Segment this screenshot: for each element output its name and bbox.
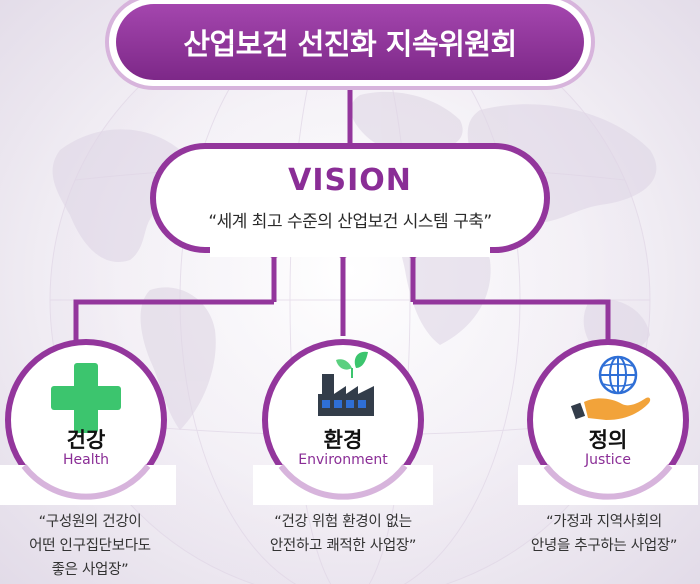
quote-line: “가정과 지역사회의 bbox=[546, 514, 662, 530]
eco-factory-icon bbox=[318, 351, 374, 416]
quote-line: 좋은 사업장” bbox=[51, 562, 129, 578]
quote-line: 어떤 인구집단보다도 bbox=[29, 538, 151, 554]
pillar-subtitle-health: Health bbox=[63, 452, 109, 468]
quote-line: 안전하고 쾌적한 사업장” bbox=[269, 538, 417, 554]
page-title: 산업보건 선진화 지속위원회 bbox=[183, 27, 517, 61]
quote-line: “건강 위험 환경이 없는 bbox=[274, 514, 412, 530]
pillar-circle-environment bbox=[253, 339, 433, 505]
pillar-circle-justice bbox=[518, 339, 698, 505]
pillar-subtitle-environment: Environment bbox=[298, 452, 388, 468]
quote-line: “구성원의 건강이 bbox=[38, 514, 142, 530]
pillar-quote-health: “구성원의 건강이 어떤 인구집단보다도 좋은 사업장” bbox=[0, 510, 180, 582]
title-pill bbox=[105, 0, 595, 90]
pillar-quote-environment: “건강 위험 환경이 없는 안전하고 쾌적한 사업장” bbox=[243, 510, 443, 558]
globe-hand-icon bbox=[570, 355, 651, 420]
vision-pill bbox=[150, 143, 550, 257]
vision-statement: “세계 최고 수준의 산업보건 시스템 구축” bbox=[208, 212, 492, 232]
pillar-title-justice: 정의 bbox=[588, 428, 628, 452]
pillar-quote-justice: “가정과 지역사회의 안녕을 추구하는 사업장” bbox=[510, 510, 698, 558]
pillar-title-health: 건강 bbox=[66, 428, 106, 452]
pillar-subtitle-justice: Justice bbox=[585, 452, 631, 468]
vision-title: VISION bbox=[288, 163, 412, 198]
green-cross-icon bbox=[51, 363, 121, 433]
pillar-title-environment: 환경 bbox=[323, 428, 363, 452]
quote-line: 안녕을 추구하는 사업장” bbox=[530, 538, 678, 554]
